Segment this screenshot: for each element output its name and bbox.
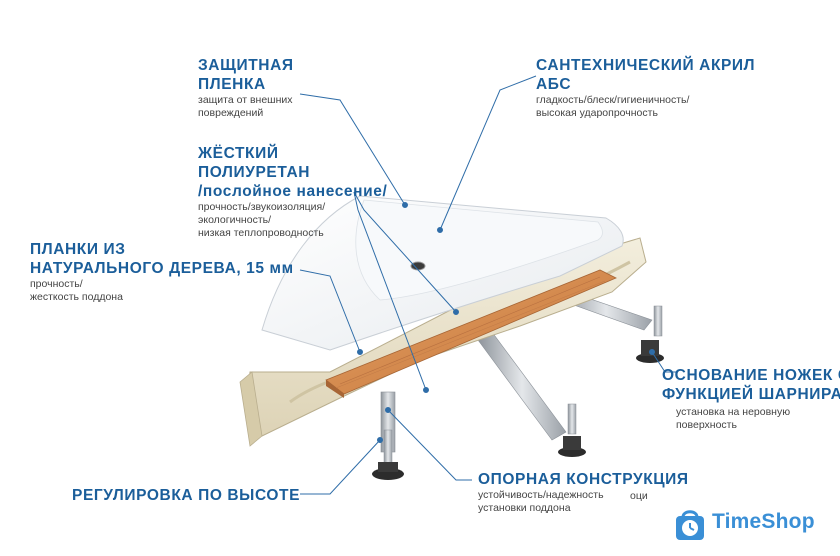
leg-base-title-line-1: ОСНОВАНИЕ НОЖЕК С <box>662 367 840 384</box>
support-frame-extra: оци <box>630 490 648 503</box>
sanitary-acrylic-desc-line-1: гладкость/блеск/гигиеничность/ <box>536 94 690 106</box>
sanitary-acrylic-title-line-2: АБС <box>536 76 572 93</box>
support-frame-desc-line-2: установки поддона <box>478 502 571 514</box>
support-frame-desc-line-1: устойчивость/надежность <box>478 489 604 501</box>
polyurethane-title-line-3: /послойное нанесение/ <box>198 183 388 200</box>
label-polyurethane: ЖЁСТКИЙ ПОЛИУРЕТАН /послойное нанесение/… <box>198 144 387 240</box>
polyurethane-desc-line-2: экологичность/ <box>198 214 272 226</box>
polyurethane-desc-line-1: прочность/звукоизоляция/ <box>198 201 326 213</box>
polyurethane-title-line-1: ЖЁСТКИЙ <box>198 145 279 162</box>
support-frame-extra-text: оци <box>630 490 648 502</box>
wood-planks-desc-line-1: прочность/ <box>30 278 83 290</box>
label-leg-base-desc: установка на неровную поверхность <box>676 406 790 432</box>
label-wood-planks: ПЛАНКИ ИЗ НАТУРАЛЬНОГО ДЕРЕВА, 15 мм про… <box>30 240 294 304</box>
timeshop-logo: TimeShop <box>668 502 838 548</box>
protective-film-title-line-2: ПЛЕНКА <box>198 76 266 93</box>
acrylic-shell <box>261 195 624 351</box>
leg-base-title-line-2: ФУНКЦИЕЙ ШАРНИРА <box>662 386 840 403</box>
leg-base-desc-line-2: поверхность <box>676 419 737 431</box>
sanitary-acrylic-desc-line-2: высокая ударопрочность <box>536 107 658 119</box>
sanitary-acrylic-title-line-1: САНТЕХНИЧЕСКИЙ АКРИЛ <box>536 57 756 74</box>
height-adjust-title: РЕГУЛИРОВКА ПО ВЫСОТЕ <box>72 487 301 504</box>
logo-text: TimeShop <box>712 510 815 533</box>
adjustable-legs <box>372 305 664 480</box>
leg-base-desc-line-1: установка на неровную <box>676 406 791 418</box>
wood-planks <box>325 269 617 398</box>
label-protective-film: ЗАЩИТНАЯ ПЛЕНКА защита от внешних повреж… <box>198 56 294 120</box>
support-frame-title: ОПОРНАЯ КОНСТРУКЦИЯ <box>478 471 689 488</box>
protective-film-desc-line-1: защита от внешних <box>198 94 293 106</box>
wood-planks-desc-line-2: жесткость поддона <box>30 291 123 303</box>
protective-film-desc-line-2: повреждений <box>198 107 264 119</box>
polyurethane-title-line-2: ПОЛИУРЕТАН <box>198 164 311 181</box>
wood-planks-title-line-2: НАТУРАЛЬНОГО ДЕРЕВА, 15 мм <box>30 260 294 277</box>
label-sanitary-acrylic: САНТЕХНИЧЕСКИЙ АКРИЛ АБС гладкость/блеск… <box>536 56 755 120</box>
label-height-adjust: РЕГУЛИРОВКА ПО ВЫСОТЕ <box>72 486 300 505</box>
polyurethane-desc-line-3: низкая теплопроводность <box>198 227 324 239</box>
label-support-frame: ОПОРНАЯ КОНСТРУКЦИЯ устойчивость/надежно… <box>478 470 689 515</box>
label-leg-base: ОСНОВАНИЕ НОЖЕК С ФУНКЦИЕЙ ШАРНИРА <box>662 366 840 404</box>
wood-planks-title-line-1: ПЛАНКИ ИЗ <box>30 241 126 258</box>
shopping-bag-clock-icon <box>676 510 704 540</box>
leader-lines <box>299 75 676 495</box>
protective-film-title-line-1: ЗАЩИТНАЯ <box>198 57 294 74</box>
